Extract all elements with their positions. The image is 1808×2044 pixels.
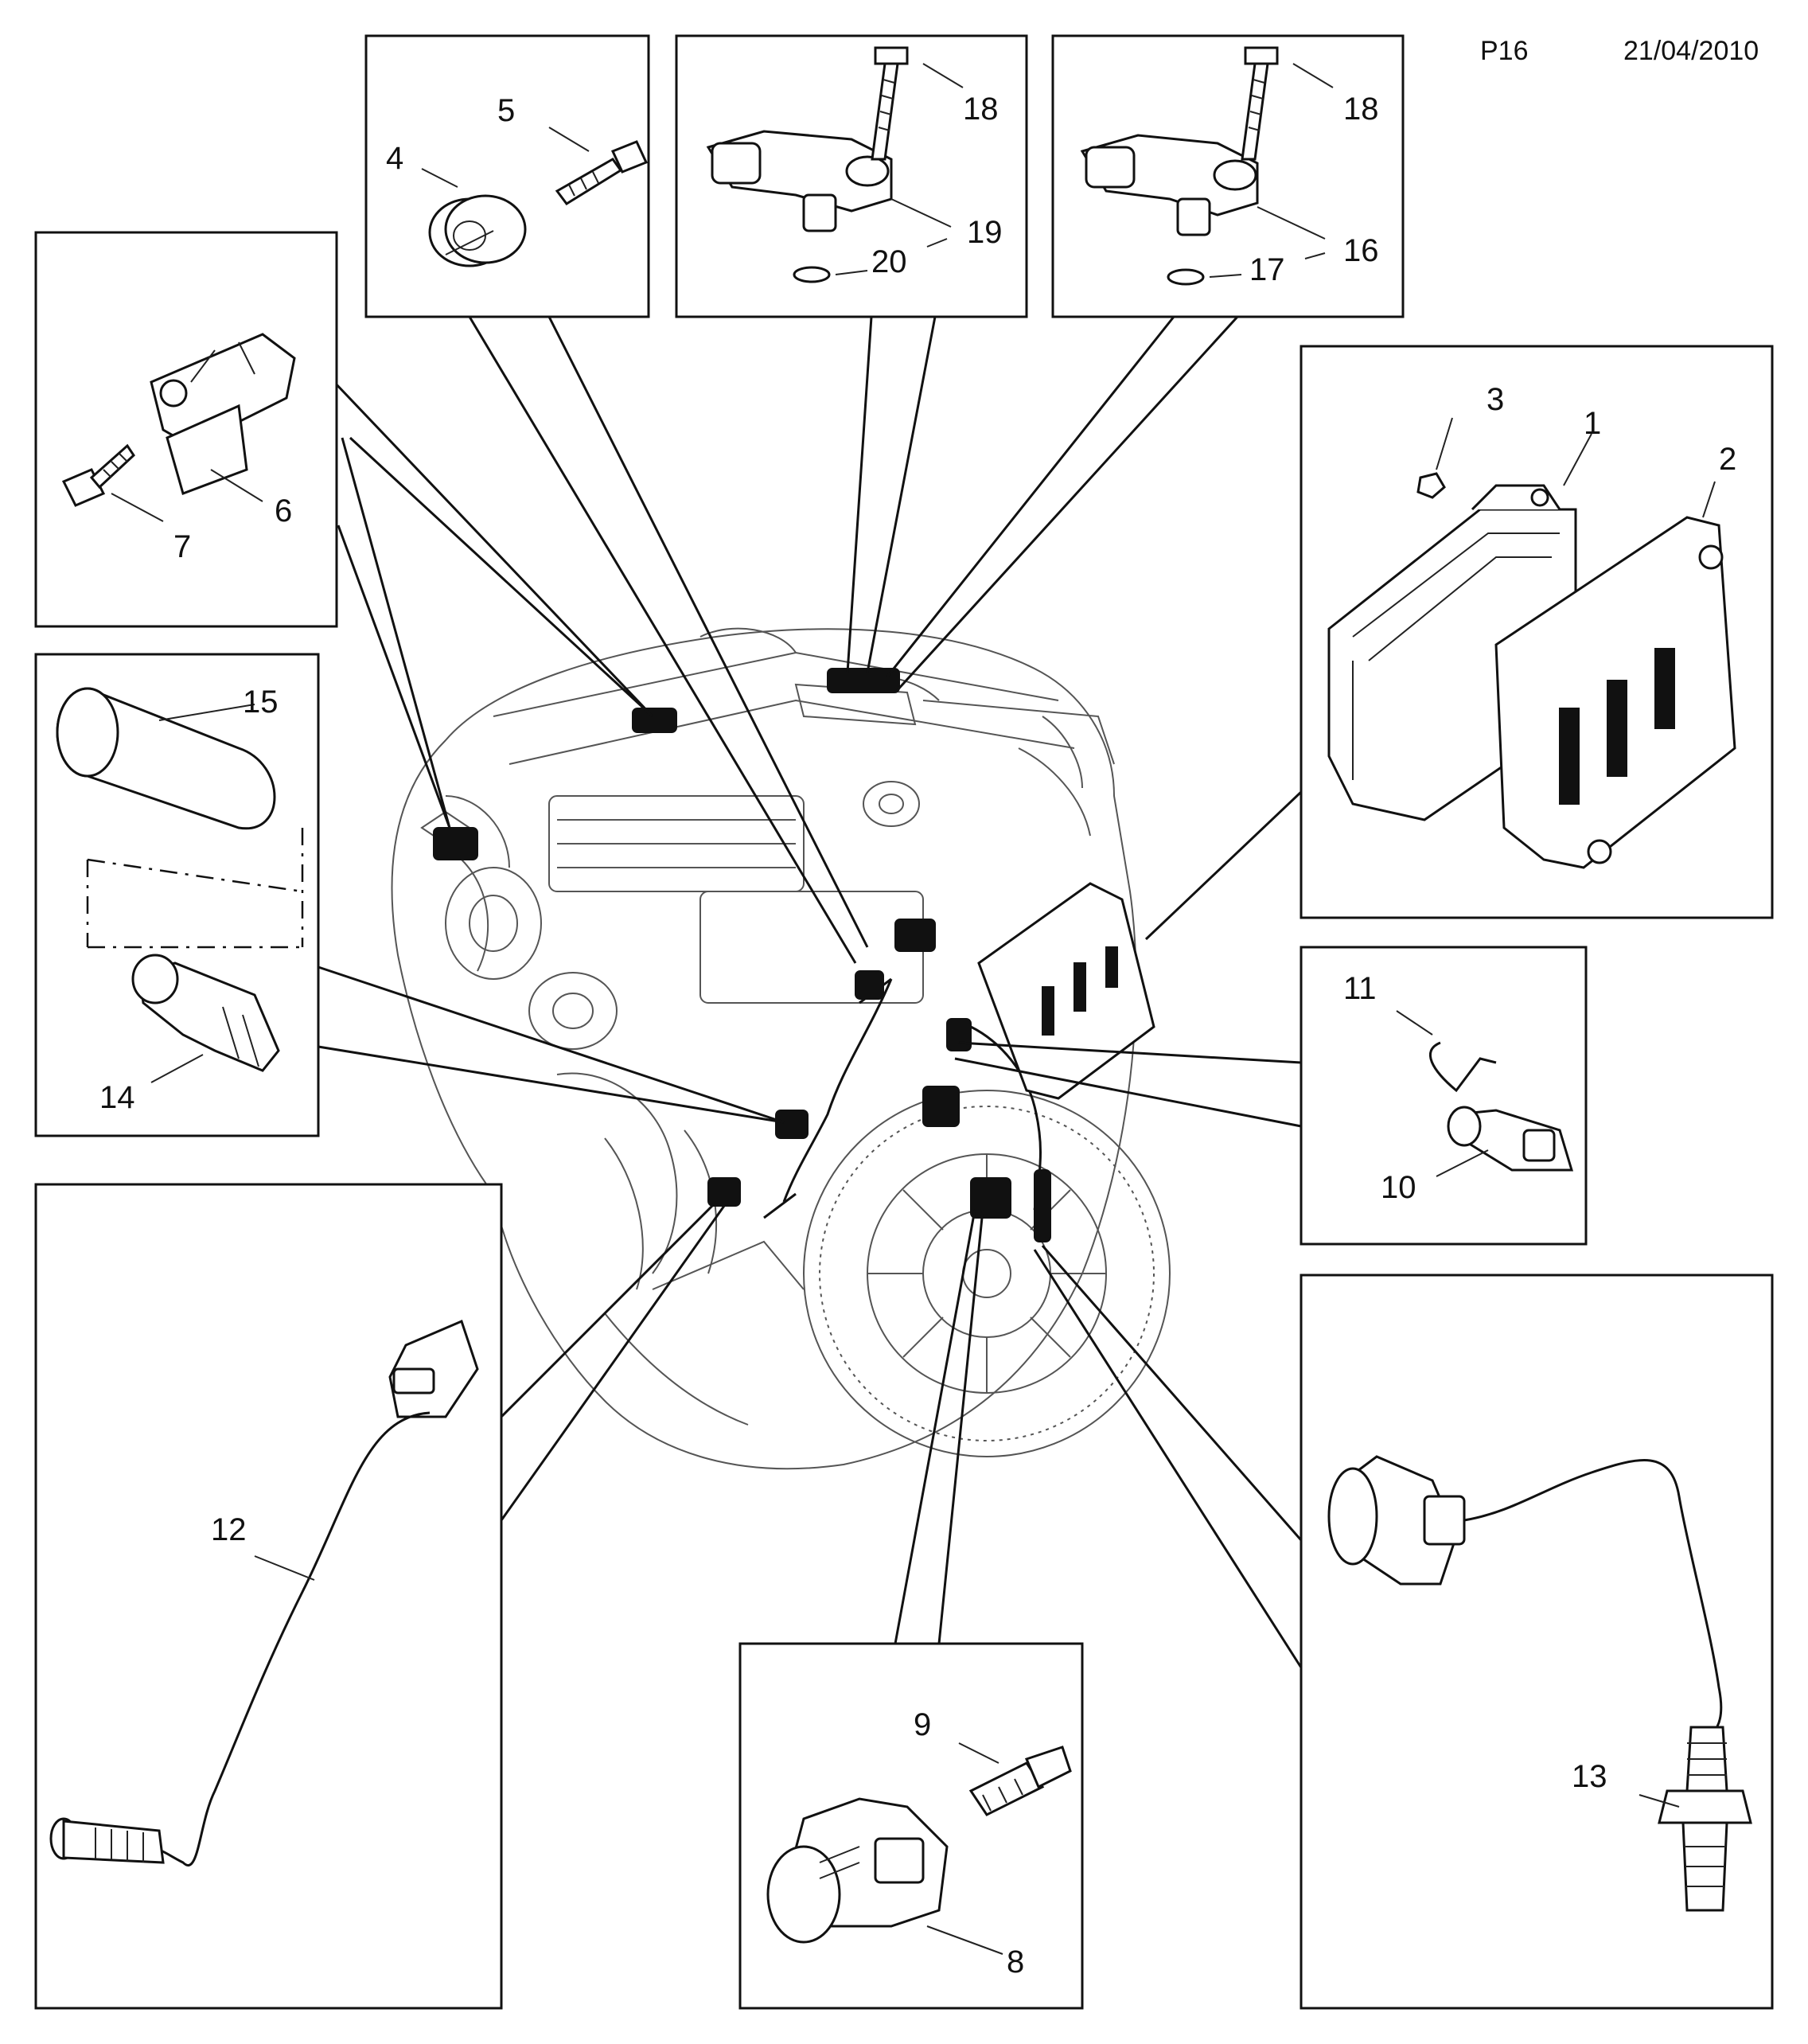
sensor-part-10 <box>1447 1106 1574 1172</box>
sensor-part-6 <box>150 333 296 495</box>
callout-8: 8 <box>1007 1945 1024 1980</box>
engine-ecu-mini <box>977 882 1155 1100</box>
page-code: P16 <box>1480 36 1529 66</box>
sensor-part-8 <box>766 1797 949 1944</box>
engine-sensor-markers <box>433 668 1051 1242</box>
callout-5: 5 <box>497 93 515 128</box>
panel-oxygen-sensor-13: 13 <box>1300 1274 1774 2010</box>
callout-9: 9 <box>914 1707 931 1742</box>
cover-part-2 <box>1494 516 1736 869</box>
panel-map-sensor-18-19-20: 18 19 20 <box>675 34 1028 318</box>
callout-18b: 18 <box>1343 92 1379 127</box>
panel-camshaft-sensor-8-9: 9 8 <box>738 1642 1084 2010</box>
callout-20: 20 <box>871 244 907 279</box>
bolt-part-7 <box>61 443 135 507</box>
callout-2: 2 <box>1719 442 1736 477</box>
page-date: 21/04/2010 <box>1623 36 1759 66</box>
callout-1: 1 <box>1584 406 1601 441</box>
sensor-part-14 <box>131 954 280 1072</box>
panel-temp-sensor-10-11: 11 10 <box>1300 946 1588 1246</box>
panel-knock-sensor-4-5: 4 5 <box>364 34 650 318</box>
callout-7: 7 <box>173 529 191 564</box>
nut-part-3 <box>1416 472 1446 499</box>
leader-lines <box>318 315 1303 1668</box>
callout-14: 14 <box>99 1080 135 1115</box>
callout-11: 11 <box>1343 971 1377 1006</box>
panel-oil-pressure-14-15: 15 14 <box>34 653 320 1137</box>
callout-13: 13 <box>1572 1759 1607 1794</box>
seal-part-20 <box>793 266 831 283</box>
bolt-part-18-right <box>1241 46 1279 161</box>
panel-ecu-1-2-3: 3 1 2 <box>1300 345 1774 919</box>
callout-16: 16 <box>1343 233 1379 268</box>
panel-crankshaft-sensor-6-7: 6 7 <box>34 231 338 628</box>
seal-part-17 <box>1167 268 1205 286</box>
oxygen-sensor-part-13 <box>1327 1455 1752 1912</box>
callout-15: 15 <box>243 685 279 720</box>
panel-map-sensor-16-17-18: 18 16 17 <box>1051 34 1405 318</box>
callout-6: 6 <box>275 493 292 529</box>
panel-oxygen-sensor-12: 12 <box>34 1183 503 2010</box>
map-sensor-part-16 <box>1080 134 1259 236</box>
bolt-part-9 <box>968 1746 1072 1816</box>
knock-sensor-part-4 <box>428 194 527 267</box>
bolt-part-18 <box>871 46 909 161</box>
callout-17: 17 <box>1249 252 1285 287</box>
oxygen-sensor-part-12 <box>49 1319 479 1867</box>
callout-10: 10 <box>1381 1170 1416 1205</box>
callout-4: 4 <box>386 141 403 176</box>
cap-part-15 <box>56 687 276 830</box>
clip-part-11 <box>1429 1041 1497 1093</box>
callout-19: 19 <box>967 215 1003 250</box>
callout-12: 12 <box>211 1512 247 1547</box>
bolt-part-5 <box>555 140 649 205</box>
callout-3: 3 <box>1487 382 1504 417</box>
callout-18a: 18 <box>963 92 999 127</box>
